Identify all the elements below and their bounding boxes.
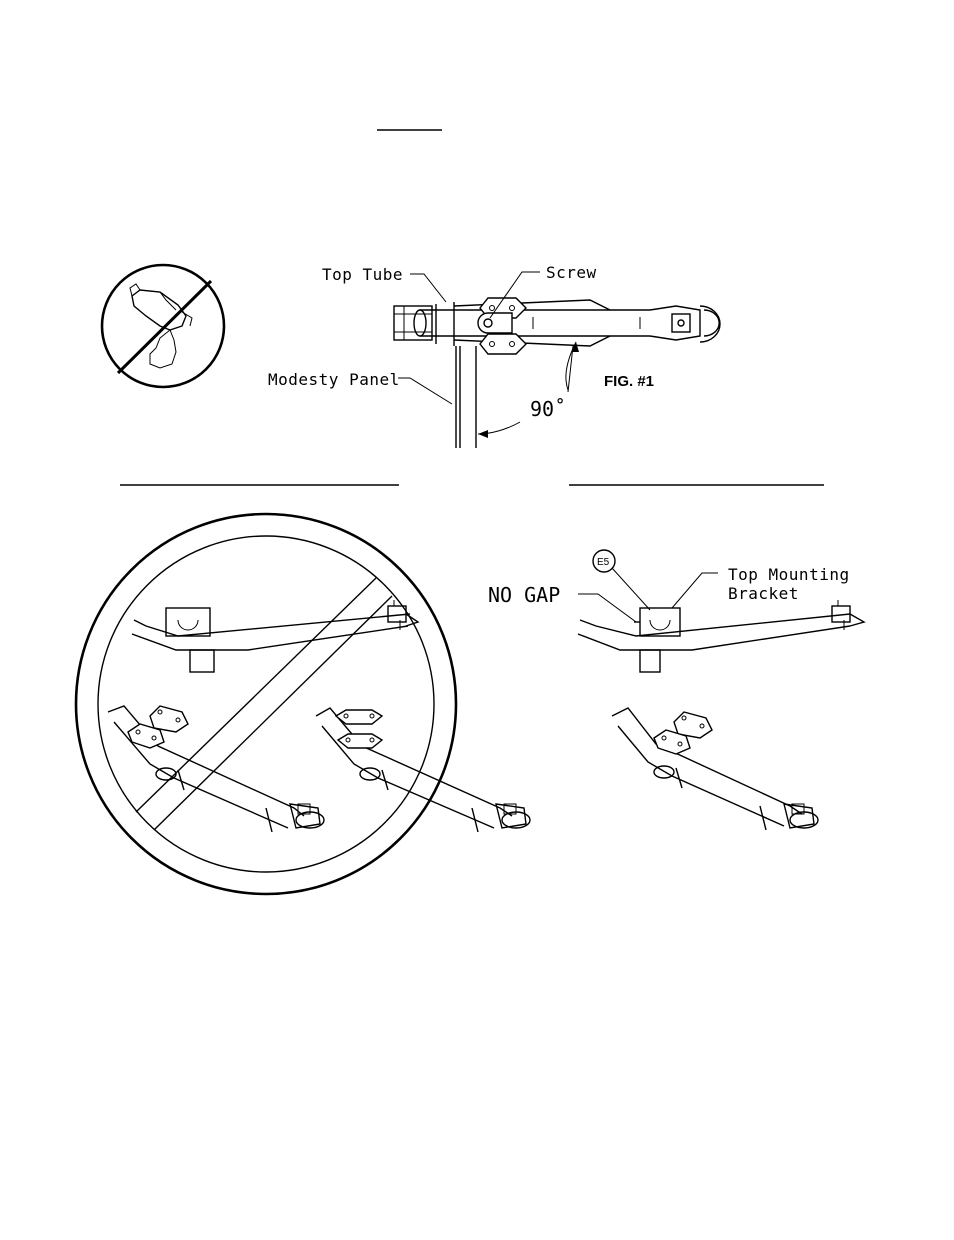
label-fig1: FIG. #1 bbox=[604, 373, 654, 390]
label-screw: Screw bbox=[546, 263, 597, 282]
callout-e5-label: E5 bbox=[597, 557, 610, 568]
part-callout-e5 bbox=[592, 549, 616, 573]
label-top-tube: Top Tube bbox=[322, 265, 403, 284]
no-power-drill-icon bbox=[100, 263, 226, 389]
correct-assembly bbox=[577, 549, 866, 831]
label-angle: 90˚ bbox=[530, 397, 566, 421]
fig1-top-view bbox=[393, 271, 721, 448]
label-top-mounting-bracket-line2: Bracket bbox=[728, 584, 799, 603]
incorrect-assembly-prohibited bbox=[74, 512, 531, 896]
label-no-gap: NO GAP bbox=[488, 583, 560, 607]
label-modesty-panel: Modesty Panel bbox=[268, 370, 400, 389]
label-top-mounting-bracket-line1: Top Mounting bbox=[728, 565, 850, 584]
